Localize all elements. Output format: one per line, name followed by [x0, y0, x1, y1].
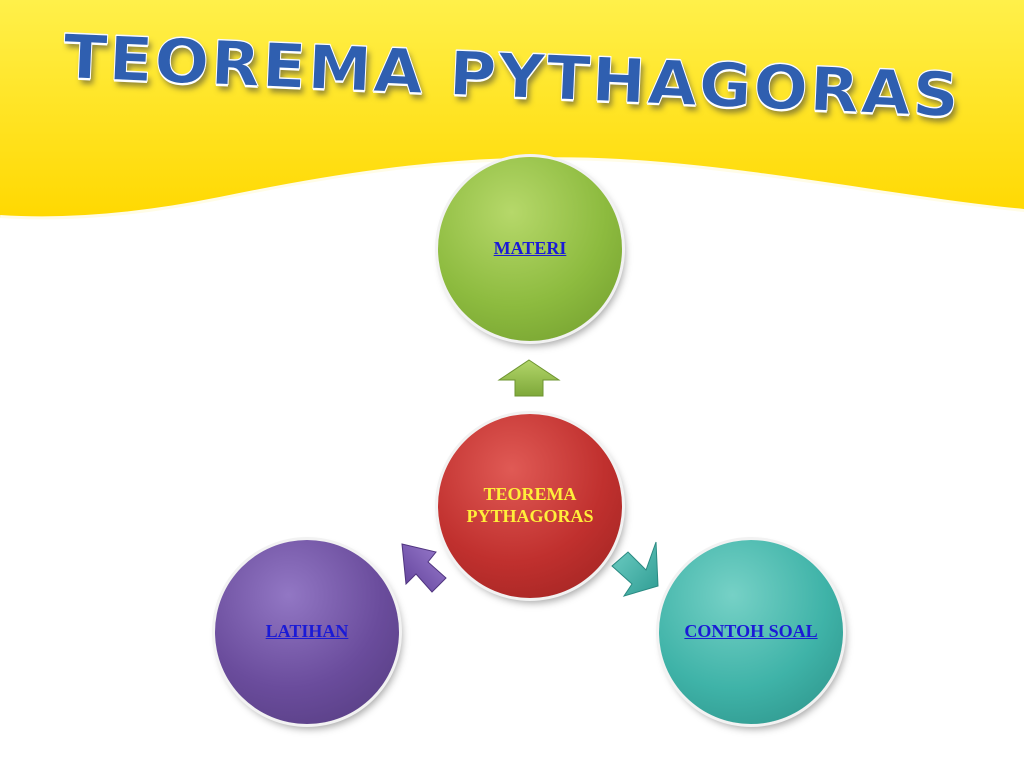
arrow-down-left-icon — [401, 543, 447, 593]
center-label: TEOREMA PYTHAGORAS — [466, 484, 594, 526]
node-latihan[interactable]: LATIHAN — [215, 540, 399, 724]
latihan-link[interactable]: LATIHAN — [265, 621, 349, 642]
arrow-down-right-icon — [611, 541, 659, 597]
materi-link[interactable]: MATERI — [493, 238, 567, 259]
node-teorema-pythagoras: TEOREMA PYTHAGORAS — [438, 414, 622, 598]
yellow-banner — [0, 0, 1024, 223]
node-contoh-soal[interactable]: CONTOH SOAL — [659, 540, 843, 724]
contoh-soal-link[interactable]: CONTOH SOAL — [684, 621, 818, 642]
arrow-up-icon — [497, 359, 561, 397]
node-materi[interactable]: MATERI — [438, 157, 622, 341]
